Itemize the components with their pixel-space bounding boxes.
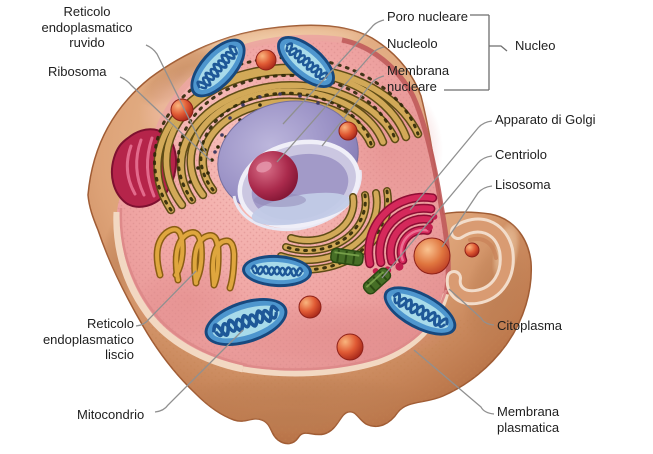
lysosome-large — [413, 237, 451, 275]
lysosomes — [170, 49, 480, 361]
ribosome-dots — [188, 103, 262, 184]
label-nucleolo: Nucleolo — [387, 36, 438, 51]
nucleolus — [248, 151, 298, 201]
smooth-er — [153, 225, 238, 292]
label-membrana-plasmatica: Membrana plasmatica — [497, 404, 560, 435]
label-ribosoma: Ribosoma — [48, 64, 107, 79]
label-mitocondrio: Mitocondrio — [77, 407, 145, 422]
label-nucleo: Nucleo — [515, 38, 556, 53]
label-lisosoma: Lisosoma — [495, 177, 551, 192]
nuclear-pores — [213, 92, 320, 154]
mitochondria — [190, 36, 457, 346]
label-centriolo: Centriolo — [495, 147, 548, 162]
label-citoplasma: Citoplasma — [497, 318, 563, 333]
leader-lines — [119, 19, 495, 415]
centrioles — [330, 247, 392, 295]
membrane-infold — [445, 217, 515, 306]
label-apparato-di-golgi: Apparato di Golgi — [495, 112, 596, 127]
nucleo-bracket — [444, 14, 508, 91]
label-poro-nucleare: Poro nucleare — [387, 9, 468, 24]
label-reticolo-endoplasmatico-ruvido: Reticolo endoplasmatico ruvido — [41, 4, 133, 50]
label-membrana-nucleare: Membrana nucleare — [387, 63, 450, 94]
rough-er — [153, 56, 423, 215]
nucleus — [213, 92, 362, 232]
label-reticolo-endoplasmatico-liscio: Reticolo endoplasmatico liscio — [42, 316, 134, 362]
